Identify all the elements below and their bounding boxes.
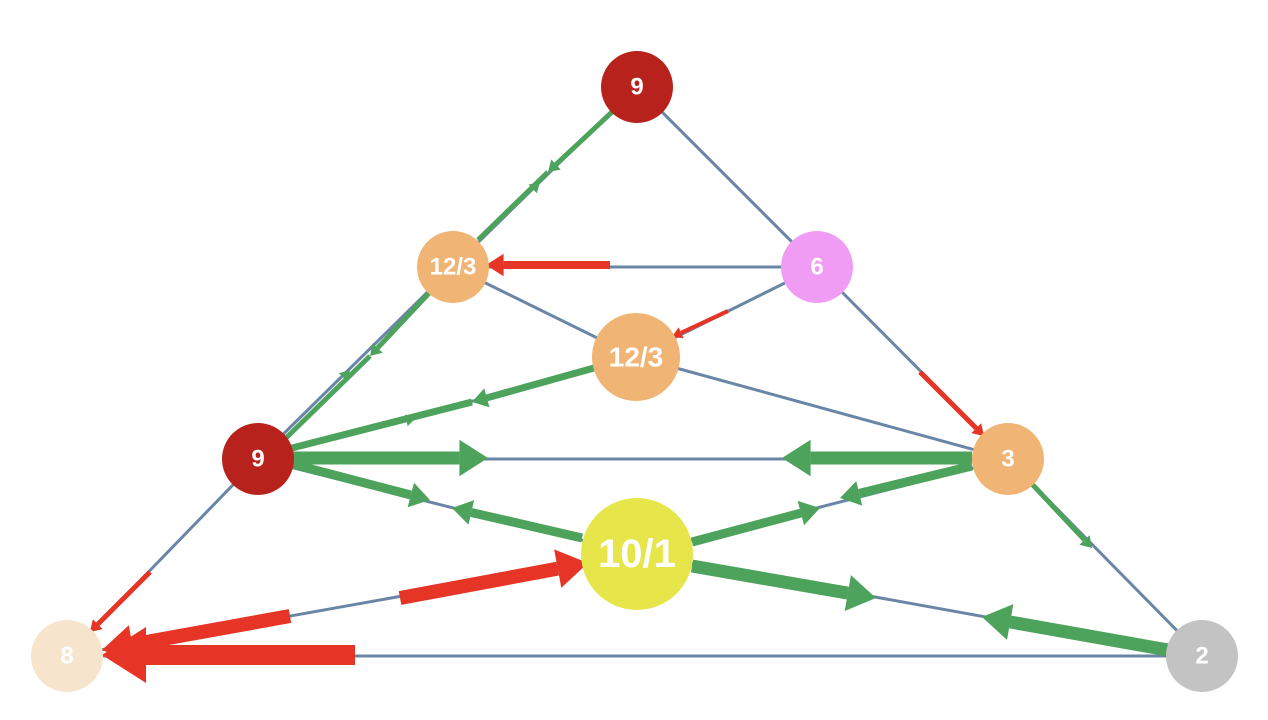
node-upper-left-circle — [417, 231, 489, 303]
flow-bl-to-lc-head — [554, 549, 588, 588]
node-lower-center-label: 10/1 — [598, 532, 676, 576]
node-bottom-right[interactable]: 2 — [1166, 620, 1238, 692]
flow-mr-to-lc-shaft — [858, 461, 974, 498]
flow-top-down-1-shaft — [554, 110, 614, 167]
flow-ml-to-center-tick-head — [404, 414, 416, 427]
flow-ml-to-lc — [290, 459, 430, 508]
node-center-label: 12/3 — [609, 342, 664, 373]
node-middle-right-circle — [972, 423, 1044, 495]
flow-top-up-tick — [477, 182, 540, 241]
flow-ur-to-ul-head — [486, 253, 504, 277]
flow-arrow-layer — [90, 110, 1170, 683]
flow-br-to-bl-head — [102, 627, 146, 683]
flow-br-to-lc-shaft — [1009, 615, 1170, 657]
edge-c-mr — [635, 355, 1009, 461]
flow-mr-to-br-shaft — [1030, 482, 1087, 542]
flow-lc-to-ml-head — [452, 500, 475, 525]
flow-lc-to-mr-shaft — [690, 508, 803, 547]
node-top-circle — [601, 51, 673, 123]
flow-ul-ml-1 — [370, 288, 434, 356]
node-lower-center[interactable]: 10/1 — [581, 498, 693, 610]
flow-top-down-1 — [548, 110, 614, 172]
edge-top-ur — [635, 85, 819, 269]
flow-ml-to-bl — [90, 570, 152, 632]
flow-lc-to-ml — [452, 500, 584, 543]
flow-ur-to-center-head — [672, 327, 684, 339]
node-upper-left-label: 12/3 — [430, 254, 477, 281]
flow-lc-to-mr — [690, 500, 820, 547]
flow-center-to-ml-tail-shaft — [291, 398, 473, 452]
flow-top-down-2 — [476, 170, 550, 242]
node-bottom-right-circle — [1166, 620, 1238, 692]
flow-ur-to-mr-shaft — [918, 370, 978, 430]
node-upper-right-label: 6 — [810, 254, 823, 281]
flow-mr-to-lc-head — [840, 481, 863, 506]
flow-ul-ml-tick-head — [338, 370, 350, 382]
flow-top-down-1-head — [548, 159, 561, 172]
node-middle-left-circle — [222, 423, 294, 495]
flow-ml-to-lc-shaft — [290, 459, 412, 500]
flow-ur-to-mr — [918, 370, 984, 436]
flow-ul-ml-1-shaft — [375, 288, 434, 350]
flow-mr-to-lc — [840, 461, 974, 506]
flow-lc-to-br-shaft — [690, 559, 849, 600]
flow-ul-ml-tick — [299, 370, 350, 425]
flow-top-up-tick-shaft — [477, 188, 533, 241]
flow-top-down-2-shaft — [476, 170, 550, 242]
flow-mr-to-ml-head — [782, 439, 811, 477]
node-bottom-left[interactable]: 8 — [31, 620, 103, 692]
flow-ul-ml-tick-shaft — [299, 377, 344, 425]
flow-lc-to-br-head — [844, 575, 876, 612]
flow-ml-to-bl-head — [90, 619, 103, 632]
flow-br-to-bl — [102, 627, 355, 683]
flow-lc-to-br — [690, 559, 876, 612]
node-bottom-right-label: 2 — [1195, 643, 1208, 670]
node-middle-left-label: 9 — [251, 446, 264, 473]
node-top[interactable]: 9 — [601, 51, 673, 123]
flow-ml-to-center-tick — [291, 414, 416, 449]
node-lower-center-circle — [581, 498, 693, 610]
flow-top-up-tick-head — [528, 182, 540, 194]
flow-ml-to-center-tick-shaft — [291, 420, 407, 449]
flow-lc-to-mr-head — [797, 500, 820, 526]
flow-ul-ml-2 — [284, 354, 372, 440]
node-upper-right-circle — [781, 231, 853, 303]
node-bottom-left-label: 8 — [60, 643, 73, 670]
flow-ml-to-mr-head — [459, 439, 488, 477]
flow-lc-to-bl-shaft — [131, 609, 292, 652]
flow-bl-to-lc — [398, 549, 588, 605]
node-bottom-left-circle — [31, 620, 103, 692]
flow-ur-to-ul — [486, 253, 610, 277]
node-top-label: 9 — [630, 74, 643, 101]
flow-ml-to-mr — [292, 439, 488, 477]
node-upper-left[interactable]: 12/3 — [417, 231, 489, 303]
flow-lc-to-ml-shaft — [470, 508, 584, 543]
flow-mr-to-br-head — [1079, 535, 1092, 548]
flow-ul-ml-2-shaft — [284, 354, 372, 440]
node-middle-right[interactable]: 3 — [972, 423, 1044, 495]
flow-ml-to-bl-shaft — [96, 570, 152, 626]
flow-mr-to-br — [1030, 482, 1092, 548]
flow-br-to-lc-head — [982, 604, 1014, 640]
flow-center-to-ml-tail — [291, 398, 473, 452]
node-middle-right-label: 3 — [1001, 446, 1014, 473]
flow-ur-to-center — [672, 309, 729, 339]
node-center-circle — [592, 313, 680, 401]
flow-center-to-ml-shaft — [485, 364, 595, 402]
flow-ur-to-mr-head — [971, 423, 984, 436]
flow-center-to-ml — [472, 364, 595, 408]
flow-ul-ml-1-head — [370, 343, 383, 356]
node-center[interactable]: 12/3 — [592, 313, 680, 401]
node-middle-left[interactable]: 9 — [222, 423, 294, 495]
flow-br-to-lc — [982, 604, 1170, 657]
flow-ur-to-center-shaft — [680, 309, 729, 335]
node-upper-right[interactable]: 6 — [781, 231, 853, 303]
flow-center-to-ml-head — [472, 388, 490, 408]
flow-mr-to-ml — [782, 439, 972, 477]
flow-ml-to-lc-head — [407, 482, 430, 508]
flow-bl-to-lc-shaft — [398, 561, 560, 605]
